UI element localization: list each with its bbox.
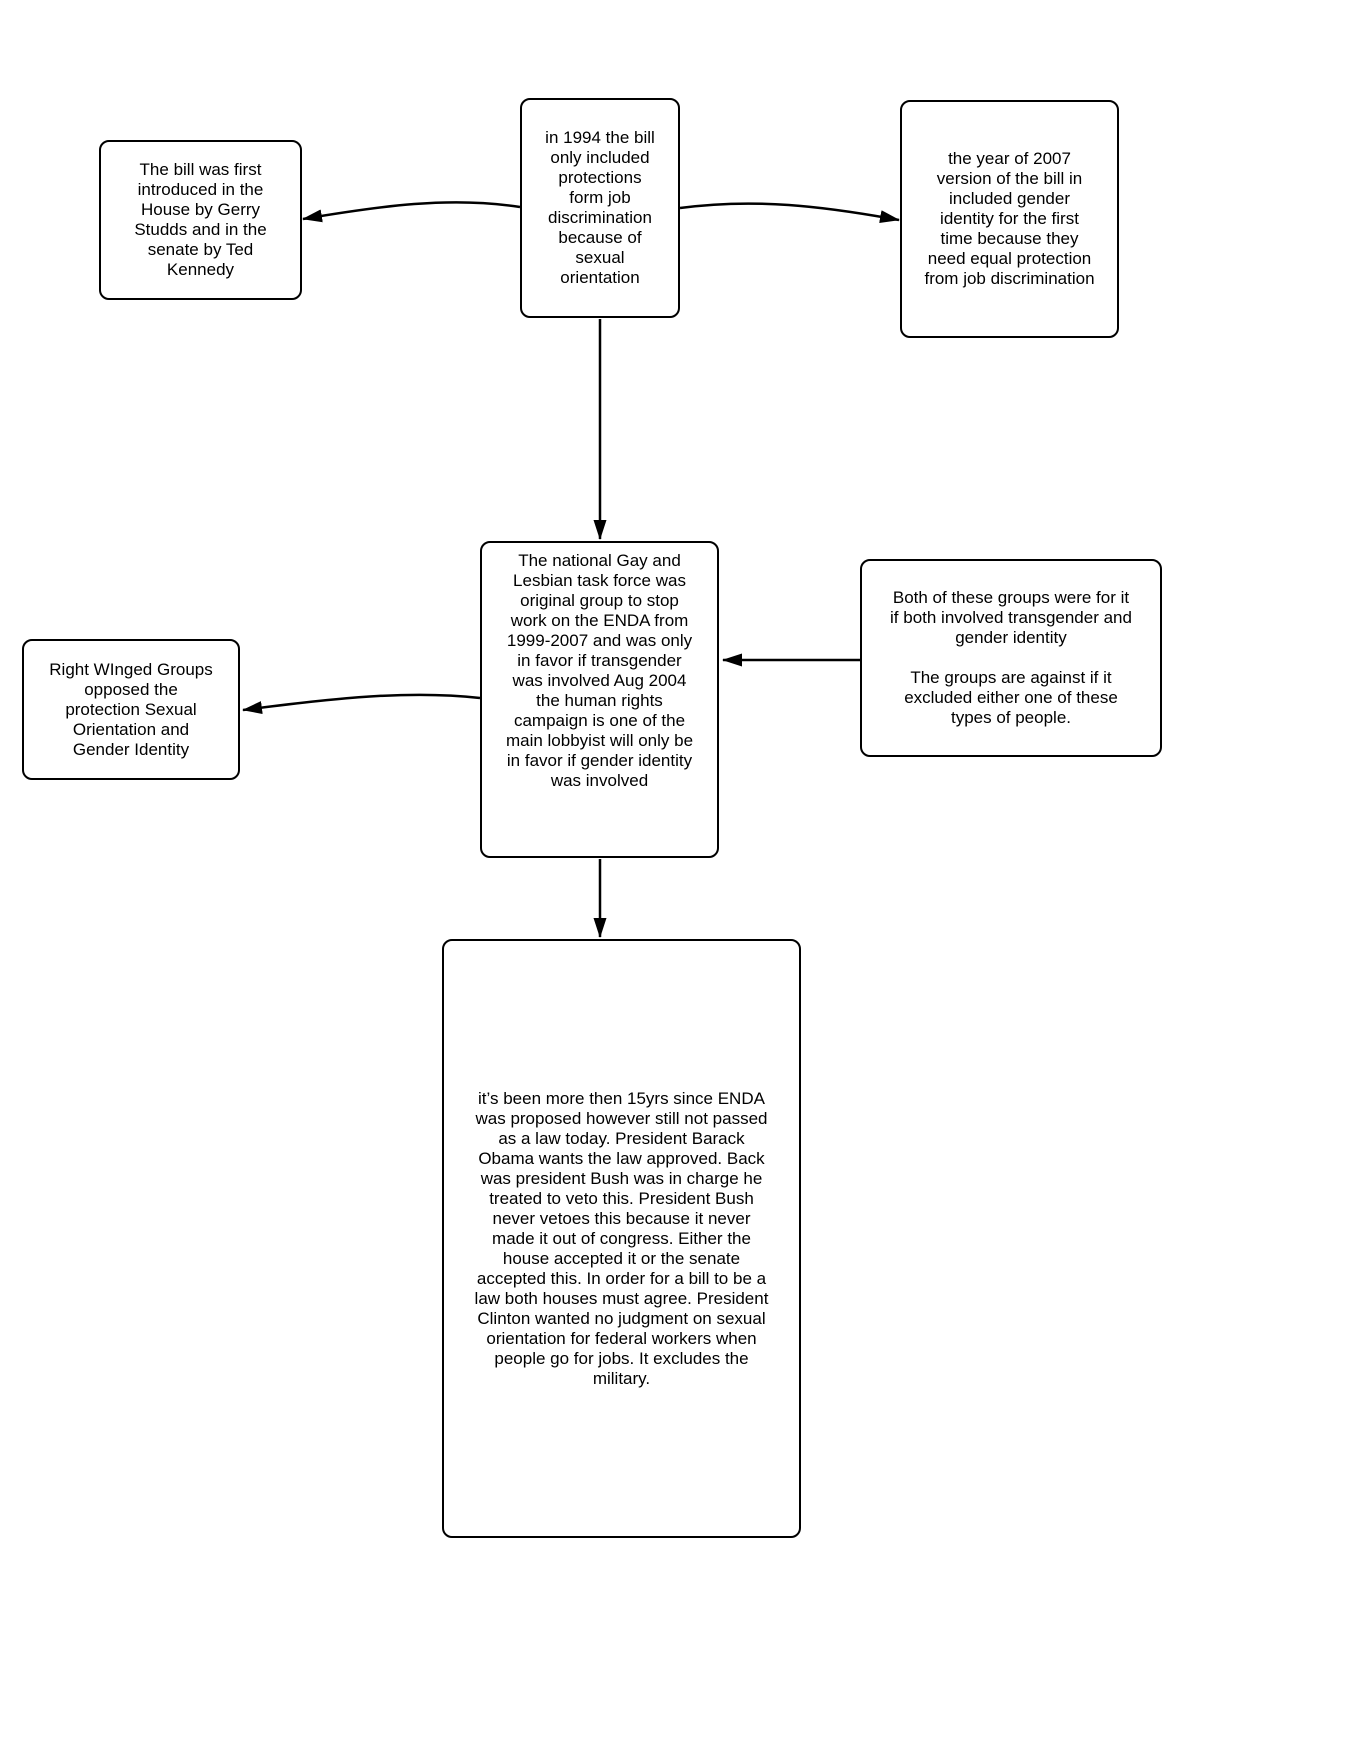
node-right-wing-opposition: Right WInged Groups opposed the protecti… [22, 639, 240, 780]
node-bill-2007: the year of 2007 version of the bill in … [900, 100, 1119, 338]
edge-1994-to-intro-arrow [302, 201, 521, 223]
edge-taskforce-to-rightwing-arrow [242, 693, 481, 714]
node-groups-positions-text: Both of these groups were for it if both… [890, 588, 1132, 727]
node-bill-2007-text: the year of 2007 version of the bill in … [924, 149, 1095, 288]
node-groups-positions: Both of these groups were for it if both… [860, 559, 1162, 757]
edge-1994-to-2007-arrow [679, 202, 900, 223]
node-enda-status-summary-text: it’s been more then 15yrs since ENDA was… [474, 1088, 769, 1388]
node-intro-sponsors-text: The bill was first introduced in the Hou… [134, 160, 267, 279]
node-task-force-hrc: The national Gay and Lesbian task force … [480, 541, 719, 858]
node-bill-1994: in 1994 the bill only included protectio… [520, 98, 680, 318]
node-enda-status-summary: it’s been more then 15yrs since ENDA was… [442, 939, 801, 1538]
node-intro-sponsors: The bill was first introduced in the Hou… [99, 140, 302, 300]
node-right-wing-opposition-text: Right WInged Groups opposed the protecti… [49, 659, 213, 759]
node-bill-1994-text: in 1994 the bill only included protectio… [545, 128, 655, 287]
node-task-force-hrc-text: The national Gay and Lesbian task force … [505, 551, 694, 790]
